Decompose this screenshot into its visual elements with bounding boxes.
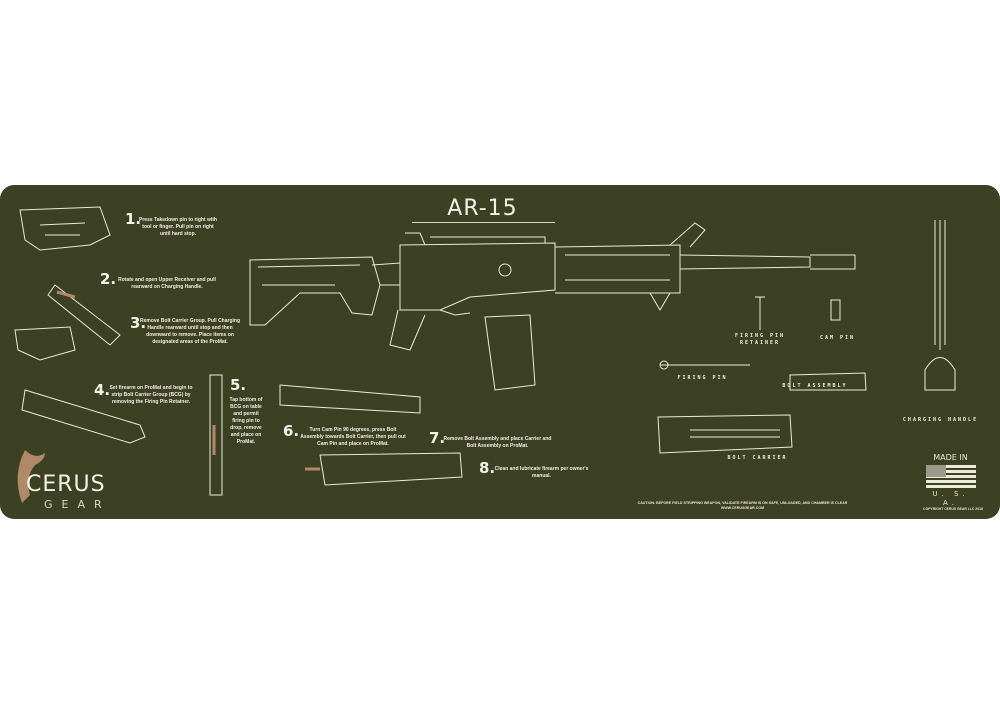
step-3-text: Remove Bolt Carrier Group. Pull Charging… — [140, 318, 241, 345]
step-3-number: 3. — [130, 314, 147, 332]
label-charging-handle: CHARGING HANDLE — [902, 417, 979, 423]
country-label: U. S. A. — [932, 490, 969, 507]
step-7-number: 7. — [429, 429, 446, 447]
cerus-logo-mark — [17, 450, 45, 503]
step-6-text: Turn Cam Pin 90 degrees, press Bolt Asse… — [300, 427, 406, 447]
step-1-number: 1. — [125, 210, 142, 228]
label-bolt-carrier: BOLT CARRIER — [727, 455, 788, 461]
label-bolt-assembly: BOLT ASSEMBLY — [782, 383, 848, 389]
brand-logo-name: CERUS — [26, 472, 106, 497]
label-cam-pin: CAM PIN — [819, 335, 856, 341]
step-2-number: 2. — [100, 270, 117, 288]
step-1-text: Press Takedown pin to right with tool or… — [139, 217, 217, 237]
step-8-text: Clean and lubricate firearm per owner's … — [494, 466, 589, 479]
step-8-number: 8. — [479, 459, 496, 477]
step-5-text: Tap bottom of BCG on table and permit fi… — [229, 397, 263, 445]
label-firing-pin: FIRING PIN — [677, 375, 728, 381]
title-underline — [412, 222, 555, 223]
copyright-text: COPYRIGHT CERUS GEAR LLC 2018 — [923, 507, 983, 511]
caution-text: CAUTION: BEFORE FIELD STRIPPING WEAPON, … — [637, 501, 848, 505]
usa-flag-icon — [926, 465, 976, 488]
step-2-text: Rotate and open Upper Receiver and pull … — [118, 277, 216, 290]
line-art — [14, 206, 976, 503]
product-title: AR-15 — [447, 196, 518, 221]
website-text: WWW.CERUSGEAR.COM — [720, 506, 765, 510]
rifle-illustration — [249, 222, 856, 391]
made-in-label: MADE IN — [933, 453, 968, 462]
caution-notice: CAUTION: BEFORE FIELD STRIPPING WEAPON, … — [595, 501, 890, 511]
step-7-text: Remove Bolt Assembly and place Carrier a… — [443, 436, 552, 449]
cleaning-mat: AR-15 1. Press Takedown pin to right wit… — [0, 185, 1000, 519]
step-illustrations — [14, 206, 956, 496]
step-6-number: 6. — [283, 422, 300, 440]
step-4-number: 4. — [94, 381, 111, 399]
tan-accents — [56, 290, 320, 471]
step-5-number: 5. — [230, 376, 247, 394]
label-firing-pin-retainer: FIRING PIN RETAINER — [734, 333, 786, 346]
brand-logo-sub: GEAR — [44, 498, 111, 511]
step-4-text: Set firearm on ProMat and begin to strip… — [109, 385, 193, 405]
